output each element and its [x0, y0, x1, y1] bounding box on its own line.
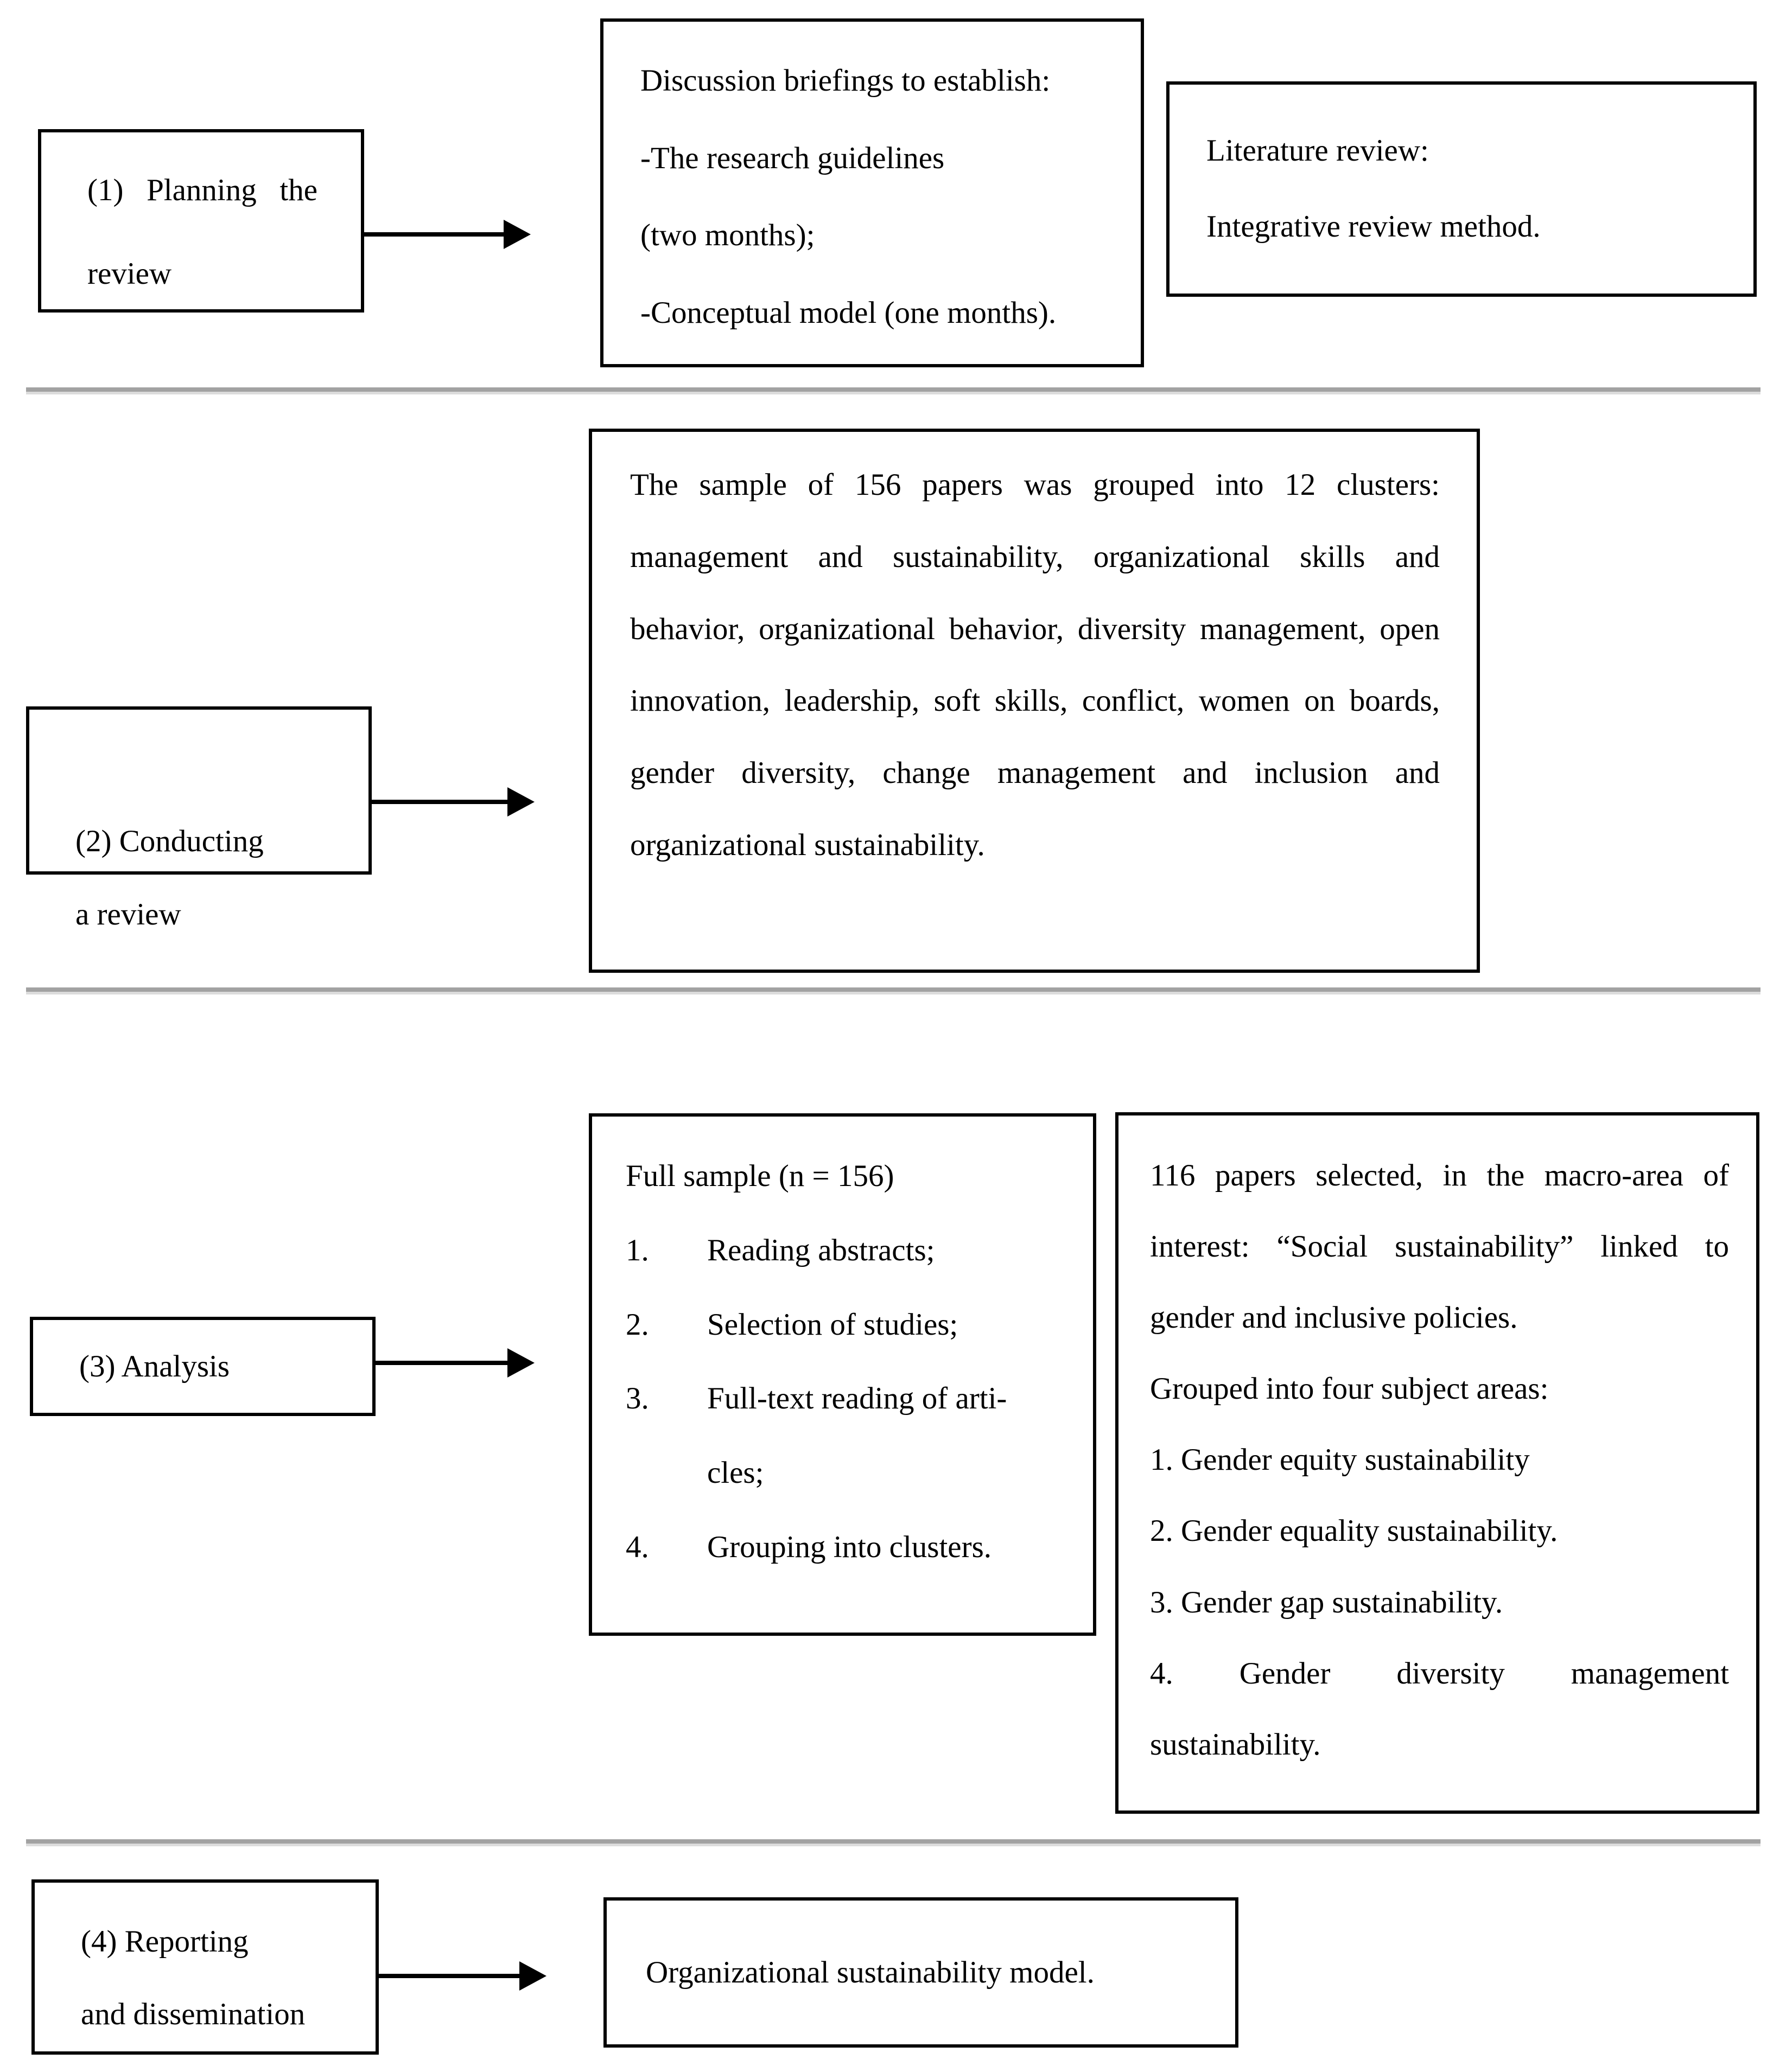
- sample-clusters-box: The sample of 156 papers was grouped int…: [589, 429, 1480, 973]
- item-text: Grouping into clusters.: [707, 1529, 992, 1564]
- full-sample-box: Full sample (n = 156) 1. Reading abstrac…: [589, 1113, 1096, 1636]
- flow-arrow-4: [377, 1961, 546, 1991]
- full-sample-item: 4. Grouping into clusters.: [626, 1510, 1069, 1585]
- literature-line: Literature review:: [1206, 133, 1429, 168]
- selected-item: 2. Gender equality sustainability.: [1150, 1514, 1558, 1548]
- item-number: 4.: [626, 1529, 649, 1564]
- literature-line: Integrative review method.: [1206, 209, 1541, 244]
- flow-arrow-1: [364, 220, 531, 249]
- section-divider-2: [26, 987, 1760, 994]
- briefing-line: -Conceptual model (one months).: [640, 295, 1057, 330]
- discussion-briefings-box: Discussion briefings to establish: -The …: [600, 18, 1144, 367]
- outcome-text: Organizational sustainability model.: [646, 1955, 1095, 1990]
- selected-item: 4. Gender diversity management sustainab…: [1150, 1656, 1729, 1762]
- arrow-head-icon: [519, 1961, 546, 1991]
- item-number: 3.: [626, 1381, 649, 1416]
- full-sample-title: Full sample (n = 156): [626, 1159, 894, 1193]
- organizational-sustainability-model-box: Organizational sustainability model.: [603, 1897, 1238, 2048]
- item-text: Full-text reading of arti- cles;: [707, 1381, 1007, 1490]
- literature-review-box: Literature review: Integrative review me…: [1166, 81, 1757, 297]
- stage-box-planning-the-review: (1) Planning the review: [38, 129, 364, 313]
- stage-box-conducting-a-review: (2) Conducting a review: [26, 706, 372, 932]
- selected-item: 1. Gender equity sustainability: [1150, 1443, 1530, 1477]
- section-divider-3: [26, 1839, 1760, 1846]
- section-divider-1: [26, 387, 1760, 394]
- flow-arrow-2: [370, 787, 535, 817]
- arrow-shaft: [370, 800, 507, 804]
- full-sample-item: 2. Selection of studies;: [626, 1288, 1069, 1362]
- arrow-head-icon: [504, 220, 531, 249]
- arrow-shaft: [373, 1361, 507, 1365]
- arrow-shaft: [377, 1974, 519, 1978]
- briefing-line: -The research guidelines: [640, 141, 945, 175]
- briefing-line: (two months);: [640, 218, 815, 252]
- item-number: 2.: [626, 1307, 649, 1342]
- item-text: Reading abstracts;: [707, 1233, 935, 1267]
- briefing-line: Discussion briefings to establish:: [640, 63, 1051, 98]
- stage-label: (1) Planning the review: [87, 173, 317, 291]
- stage-label: (2) Conducting a review: [75, 824, 264, 932]
- selected-intro: 116 papers selected, in the macro-area o…: [1150, 1158, 1729, 1335]
- flow-arrow-3: [373, 1348, 535, 1378]
- full-sample-item: 3. Full-text reading of arti- cles;: [626, 1362, 1069, 1510]
- item-number: 1.: [626, 1233, 649, 1267]
- selected-subtitle: Grouped into four subject areas:: [1150, 1372, 1549, 1406]
- arrow-shaft: [364, 232, 504, 237]
- arrow-head-icon: [507, 787, 535, 817]
- selected-item: 3. Gender gap sustainability.: [1150, 1585, 1503, 1620]
- stage-label: (4) Reporting and dissemination: [81, 1924, 306, 2031]
- sample-clusters-text: The sample of 156 papers was grouped int…: [630, 468, 1440, 862]
- stage-box-reporting-and-dissemination: (4) Reporting and dissemination: [31, 1879, 379, 2055]
- arrow-head-icon: [507, 1348, 535, 1378]
- item-text: Selection of studies;: [707, 1307, 958, 1342]
- full-sample-item: 1. Reading abstracts;: [626, 1214, 1069, 1288]
- stage-label: (3) Analysis: [79, 1349, 230, 1384]
- stage-box-analysis: (3) Analysis: [30, 1317, 376, 1416]
- selected-papers-box: 116 papers selected, in the macro-area o…: [1115, 1112, 1759, 1814]
